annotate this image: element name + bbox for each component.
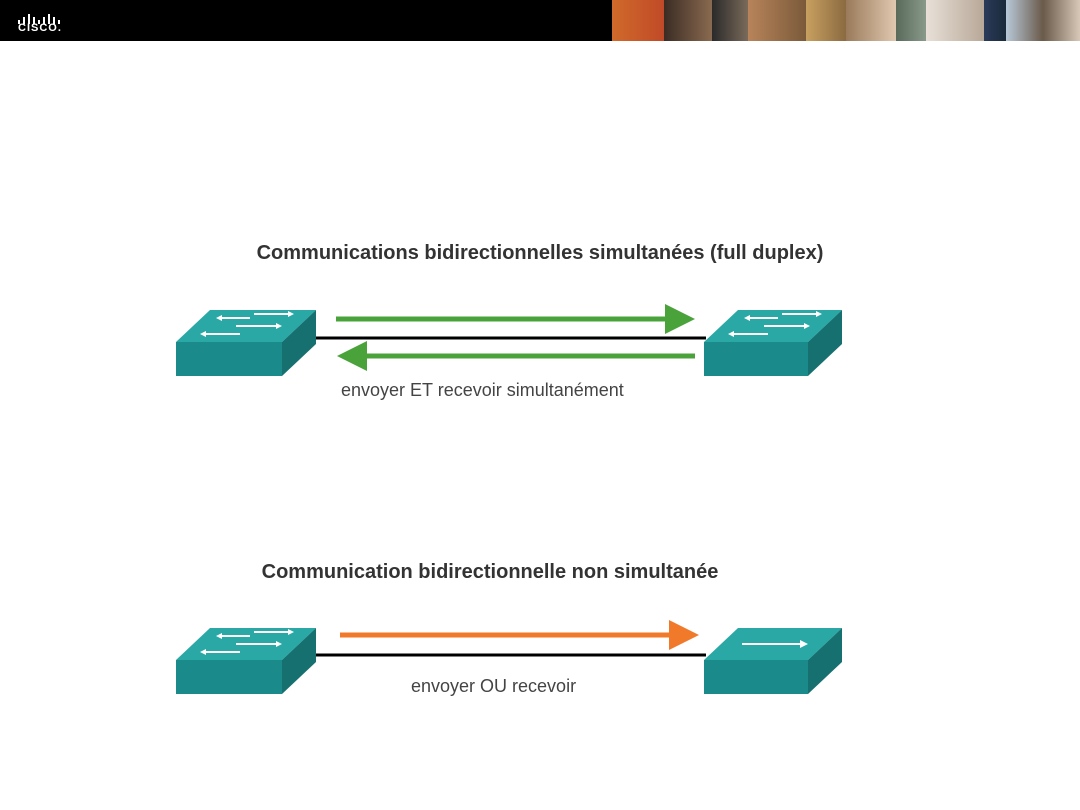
full-duplex-title: Communications bidirectionnelles simulta… bbox=[256, 242, 824, 264]
cisco-logo-icon bbox=[18, 14, 60, 24]
switch-icon bbox=[176, 310, 316, 376]
photo-tile bbox=[926, 0, 984, 41]
cisco-wordmark: CISCO. bbox=[18, 22, 62, 34]
full-duplex-caption: envoyer ET recevoir simultanément bbox=[341, 380, 624, 400]
half-duplex-caption: envoyer OU recevoir bbox=[411, 676, 577, 696]
photo-tile bbox=[806, 0, 846, 41]
photo-tile bbox=[748, 0, 806, 41]
photo-tile bbox=[712, 0, 748, 41]
switch-icon bbox=[176, 628, 316, 694]
photo-strip bbox=[612, 0, 1080, 41]
switch-icon bbox=[704, 628, 842, 694]
photo-tile bbox=[846, 0, 896, 41]
photo-tile bbox=[896, 0, 926, 41]
photo-tile bbox=[1006, 0, 1080, 41]
photo-tile bbox=[984, 0, 1006, 41]
half-duplex-title: Communication bidirectionnelle non simul… bbox=[261, 561, 719, 583]
photo-tile bbox=[664, 0, 712, 41]
photo-tile bbox=[612, 0, 664, 41]
switch-icon bbox=[704, 310, 842, 376]
header-bar: CISCO. bbox=[0, 0, 1080, 41]
